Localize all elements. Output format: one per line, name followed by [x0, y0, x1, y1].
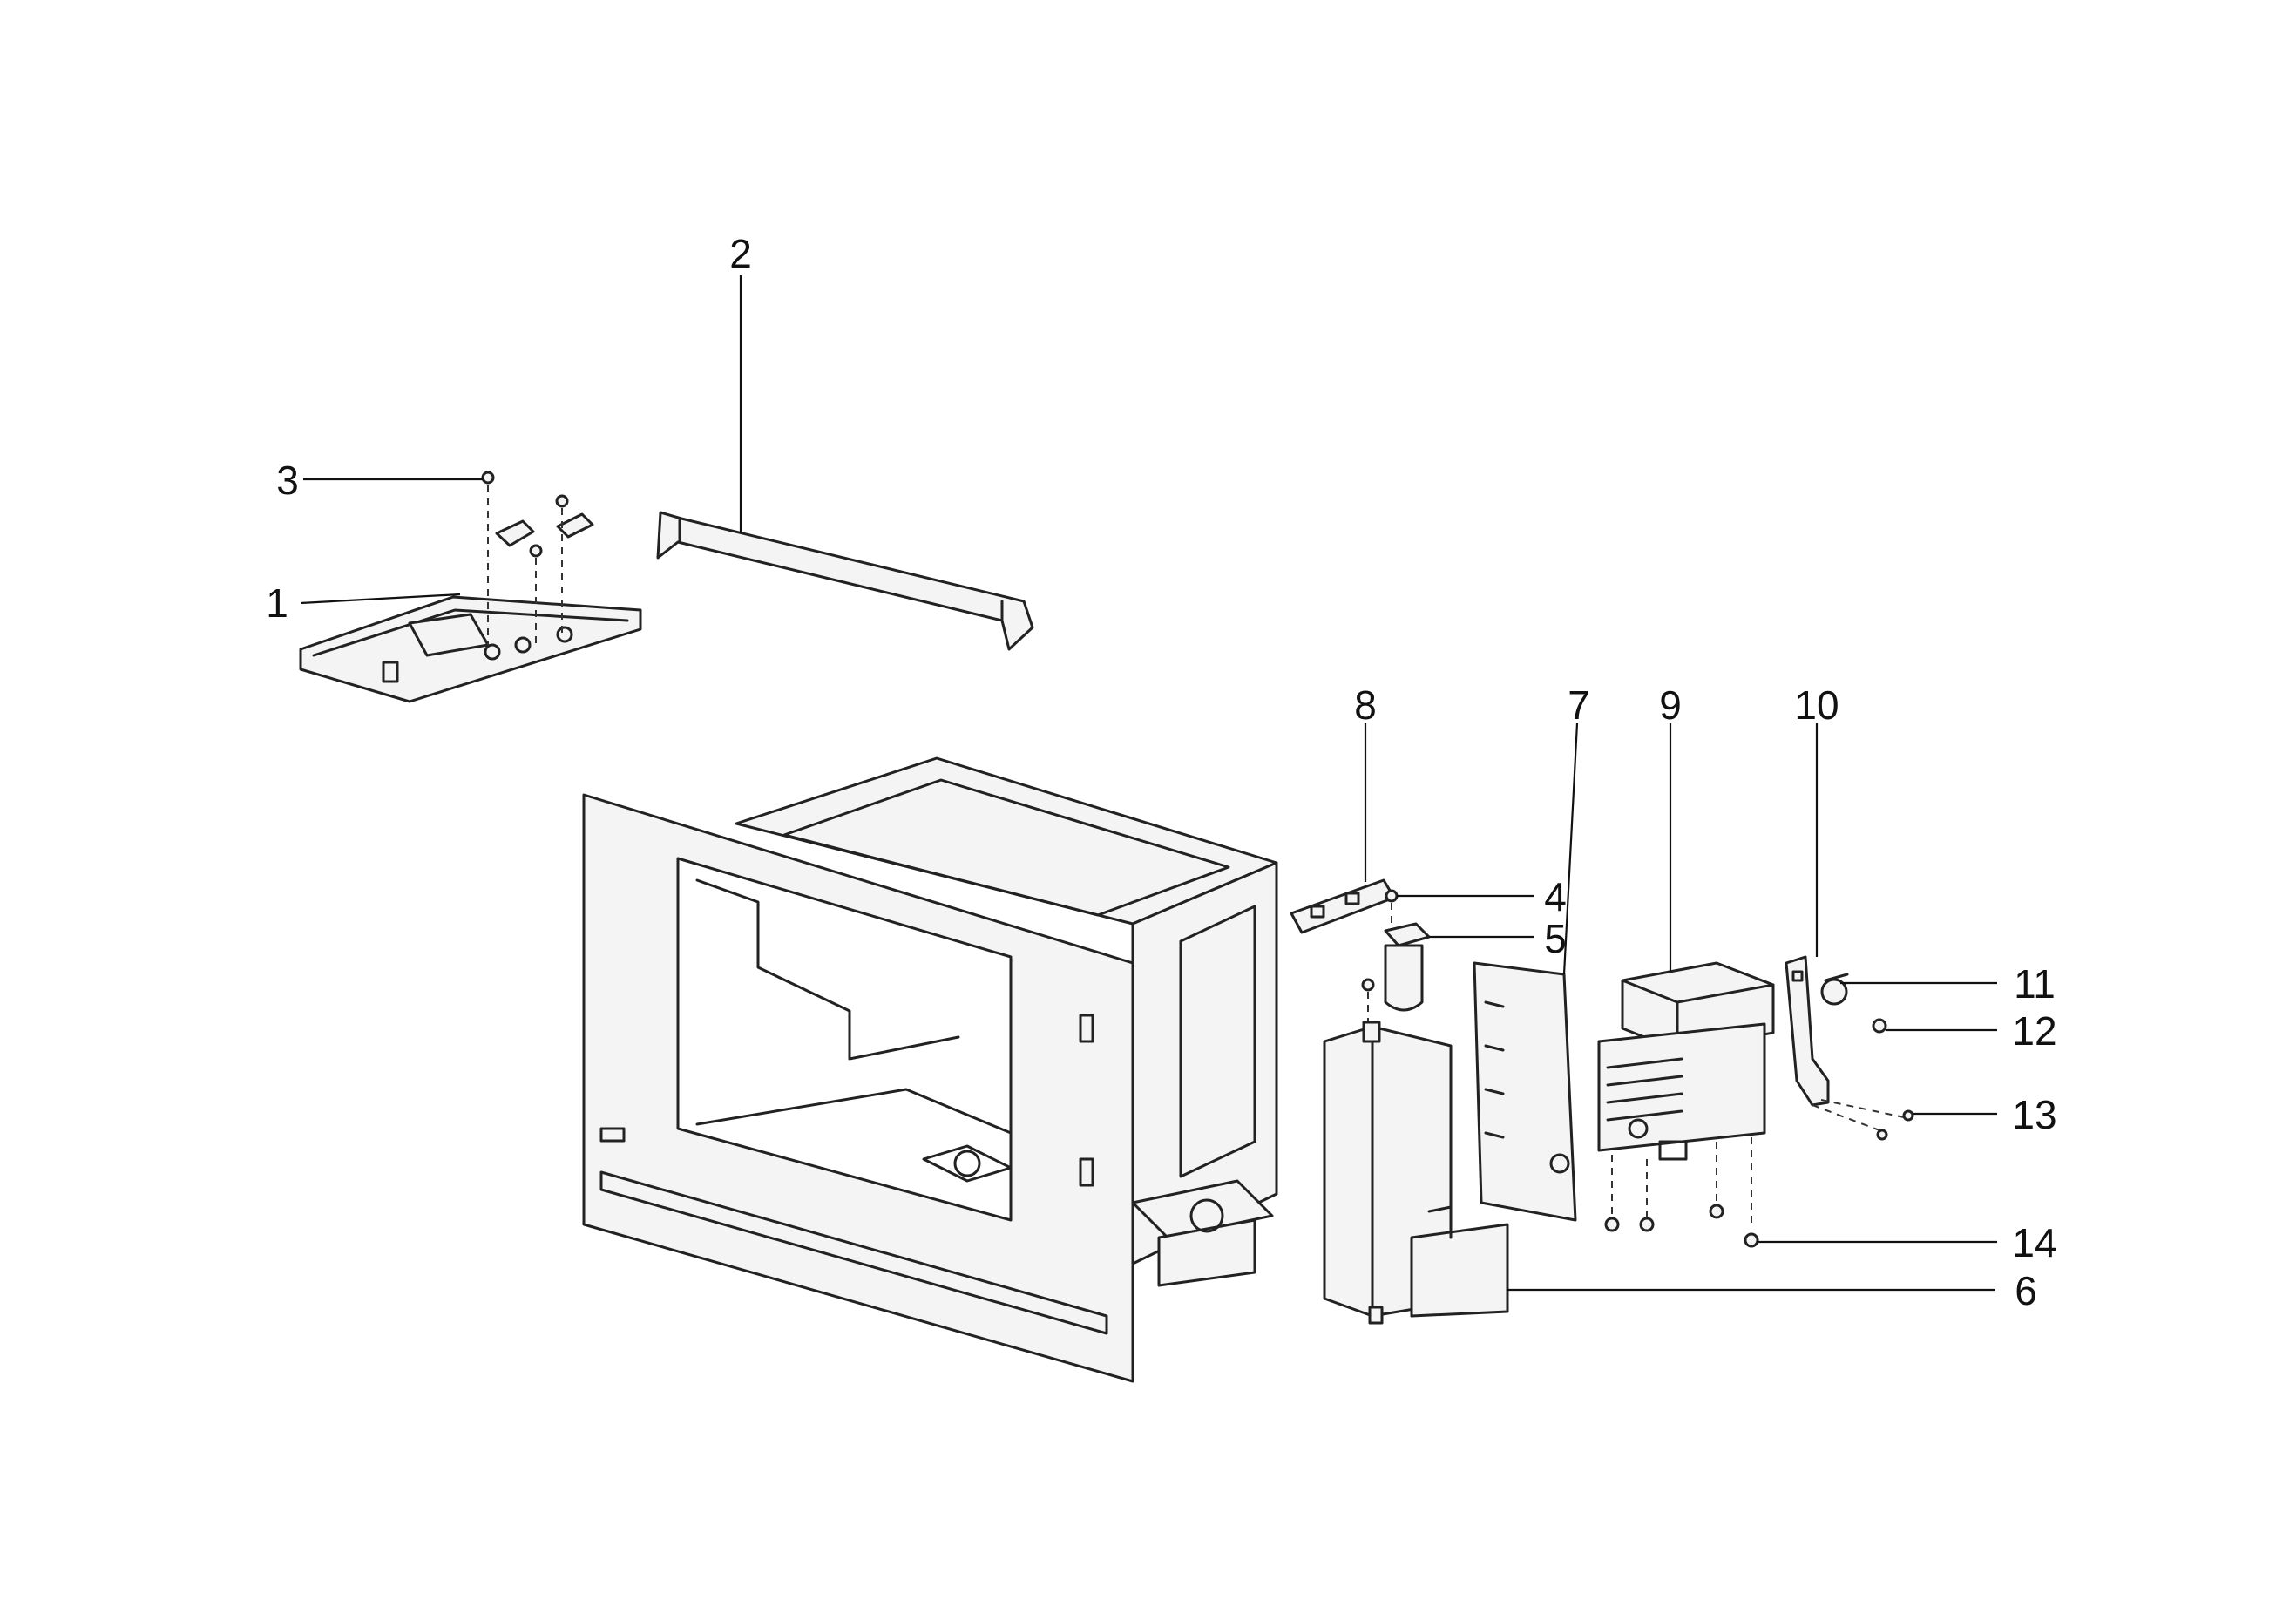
- callout-1: 1: [266, 580, 288, 626]
- part-10-bracket-strip: [1785, 955, 1905, 1134]
- callout-4: 4: [1544, 874, 1567, 919]
- part-3-screws-and-clips: [481, 471, 594, 647]
- callout-14: 14: [2012, 1220, 2056, 1265]
- part-6-hv-cover: [1323, 1021, 1509, 1325]
- callout-9: 9: [1659, 682, 1682, 728]
- leader-1: [300, 593, 461, 605]
- callout-11: 11: [2014, 961, 2056, 1007]
- part-2-top-rail: [656, 511, 1034, 651]
- part-13-screws: [1876, 1109, 1914, 1141]
- callout-10: 10: [1794, 682, 1839, 728]
- callout-labels: 1 2 3 4 5 6 7 8 9 10 11 12 13 14: [266, 231, 2056, 1313]
- callout-8: 8: [1354, 682, 1377, 728]
- part-5-capacitor: [1361, 922, 1431, 1033]
- turntable-motor-assembly: [1131, 1179, 1274, 1287]
- callout-2: 2: [729, 231, 752, 276]
- part-1-base-plate: [299, 595, 642, 703]
- part-14-screws: [1604, 1204, 1759, 1248]
- part-8-bracket: [1290, 878, 1396, 934]
- callout-5: 5: [1544, 916, 1567, 961]
- leader-lines: [300, 275, 1997, 1292]
- leader-7: [1562, 722, 1579, 975]
- callout-12: 12: [2012, 1008, 2056, 1054]
- part-9-magnetron: [1597, 961, 1775, 1229]
- callout-6: 6: [2015, 1268, 2037, 1313]
- oven-cavity-frame: [582, 756, 1278, 1383]
- part-12-screw: [1872, 1018, 1887, 1034]
- callout-3: 3: [276, 458, 299, 503]
- callout-13: 13: [2012, 1092, 2056, 1137]
- part-7-panel: [1473, 961, 1577, 1222]
- callout-7: 7: [1568, 682, 1590, 728]
- part-11-thermostat: [1820, 973, 1849, 1006]
